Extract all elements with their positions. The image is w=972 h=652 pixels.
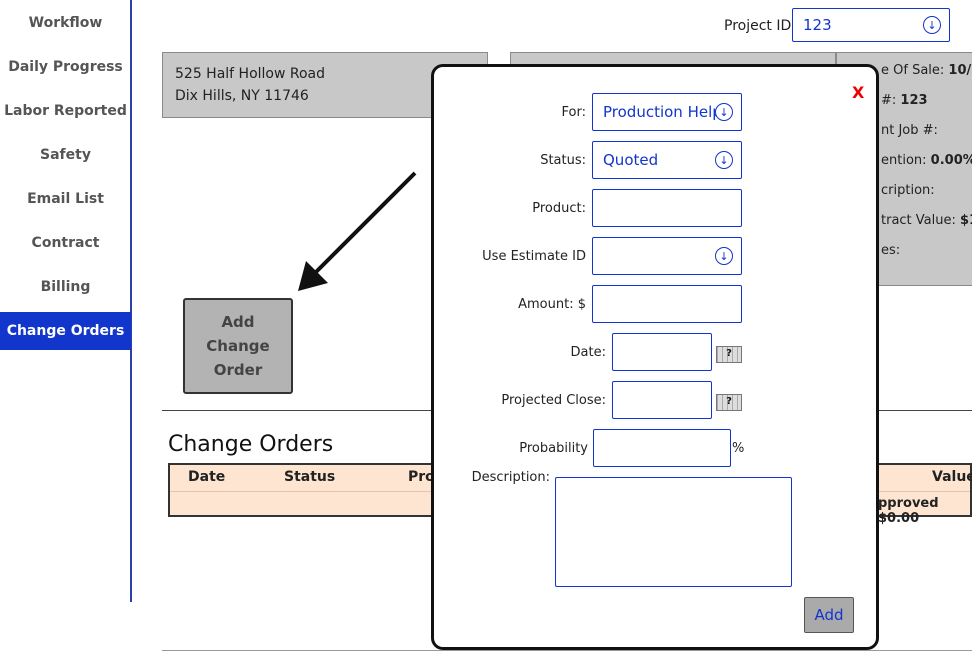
product-label: Product: <box>532 201 586 216</box>
status-select-value: Quoted <box>603 151 659 169</box>
change-orders-title: Change Orders <box>168 432 334 457</box>
chevron-down-icon: ↓ <box>715 103 733 121</box>
probability-label: Probability <box>519 441 588 456</box>
column-header-status: Status <box>284 469 336 485</box>
status-select[interactable]: Quoted ↓ <box>592 141 742 179</box>
chevron-down-icon: ↓ <box>715 247 733 265</box>
amount-label: Amount: $ <box>518 297 586 312</box>
for-select-value: Production Help <box>603 103 722 121</box>
date-of-sale: e Of Sale: 10/2 <box>881 63 972 78</box>
for-label: For: <box>561 105 586 120</box>
product-input[interactable] <box>592 189 742 227</box>
calendar-icon[interactable]: ? <box>716 394 742 411</box>
percent-label: % <box>732 441 745 456</box>
date-input[interactable] <box>612 333 712 371</box>
projected-close-label: Projected Close: <box>501 393 606 408</box>
close-icon[interactable]: X <box>852 83 865 102</box>
project-number: #: 123 <box>881 93 928 108</box>
for-select[interactable]: Production Help ↓ <box>592 93 742 131</box>
project-id-label: Project ID: <box>724 18 796 34</box>
sidebar-item-billing[interactable]: Billing <box>40 279 91 295</box>
sidebar-item-labor-reported[interactable]: Labor Reported <box>4 103 127 119</box>
status-label: Status: <box>540 153 586 168</box>
calendar-icon[interactable]: ? <box>716 346 742 363</box>
description-textarea[interactable] <box>555 477 792 587</box>
chevron-down-icon: ↓ <box>923 16 941 34</box>
contract-value: tract Value: $1 <box>881 213 972 228</box>
column-header-product: Pro <box>408 469 435 485</box>
address-line-1: 525 Half Hollow Road <box>175 66 326 82</box>
description: cription: <box>881 183 935 198</box>
amount-input[interactable] <box>592 285 742 323</box>
add-change-order-modal: X For: Production Help ↓ Status: Quoted … <box>431 64 879 650</box>
probability-input[interactable] <box>593 429 731 467</box>
estimate-id-select[interactable]: ↓ <box>592 237 742 275</box>
column-header-value: Value <box>932 469 972 485</box>
sidebar-item-safety[interactable]: Safety <box>40 147 91 163</box>
table-row-status-value: pproved $0.00 <box>878 496 939 526</box>
sidebar-item-daily-progress[interactable]: Daily Progress <box>8 59 123 75</box>
parent-job: nt Job #: <box>881 123 938 138</box>
date-label: Date: <box>570 345 606 360</box>
sidebar-item-email-list[interactable]: Email List <box>27 191 104 207</box>
arrow-pointer-icon <box>298 171 417 291</box>
add-change-order-button[interactable]: Add Change Order <box>183 298 293 394</box>
project-id-select[interactable]: 123 ↓ <box>792 8 950 42</box>
add-button[interactable]: Add <box>804 597 854 633</box>
description-label: Description: <box>471 470 550 485</box>
project-id-value: 123 <box>803 16 832 34</box>
sidebar-item-change-orders[interactable]: Change Orders <box>0 312 131 350</box>
footer-divider <box>162 650 972 651</box>
sidebar-item-contract[interactable]: Contract <box>31 235 100 251</box>
sidebar-item-workflow[interactable]: Workflow <box>28 15 103 31</box>
estimate-id-label: Use Estimate ID <box>482 249 586 264</box>
column-header-date: Date <box>188 469 226 485</box>
notes: es: <box>881 243 901 258</box>
projected-close-input[interactable] <box>612 381 712 419</box>
chevron-down-icon: ↓ <box>715 151 733 169</box>
address-line-2: Dix Hills, NY 11746 <box>175 88 309 104</box>
sidebar: Workflow Daily Progress Labor Reported S… <box>0 0 132 602</box>
retention: ention: 0.00% <box>881 153 972 168</box>
